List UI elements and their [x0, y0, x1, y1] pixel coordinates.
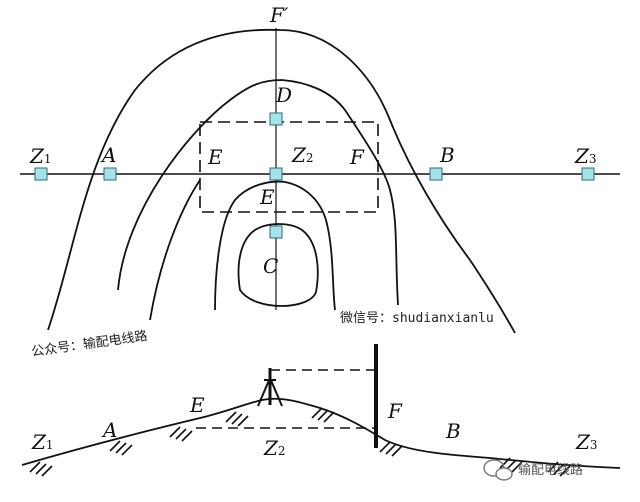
- marker-d: [269, 112, 283, 126]
- middle-contour: [117, 79, 399, 306]
- label-z3: Z3: [574, 144, 597, 168]
- knoll-contour-outer: [214, 180, 336, 311]
- label-e-lower: E: [259, 185, 275, 209]
- label-f: F: [349, 145, 365, 169]
- marker-z2: [269, 167, 283, 181]
- label-a: A: [100, 143, 116, 167]
- profile-label-e: E: [189, 393, 205, 417]
- dashed-rectangle: [199, 121, 379, 213]
- ground-hatching: [29, 407, 571, 477]
- wechat-logo-icon: [483, 459, 513, 481]
- profile-label-z1: Z1: [31, 430, 54, 454]
- marker-c: [269, 225, 283, 239]
- label-z2: Z2: [291, 143, 314, 167]
- label-f-prime: F′: [269, 3, 289, 27]
- profile-label-z2: Z2: [263, 436, 286, 460]
- watermark-corner: 输配电线路: [518, 462, 583, 478]
- knoll-contour-inner: [237, 223, 319, 307]
- inner-contour: [149, 179, 201, 321]
- watermark-left: 公众号：输配电线路: [30, 328, 148, 360]
- label-z1: Z1: [29, 144, 52, 168]
- label-d: D: [275, 83, 292, 107]
- label-c: C: [263, 254, 278, 278]
- marker-z3: [581, 167, 595, 181]
- label-e: E: [207, 145, 223, 169]
- outer-contour: [47, 28, 516, 334]
- marker-a: [103, 167, 117, 181]
- profile-label-z3: Z3: [575, 430, 598, 454]
- profile-label-f: F: [387, 399, 403, 423]
- marker-b: [429, 167, 443, 181]
- ground-profile: [21, 397, 621, 469]
- marker-z1: [34, 167, 48, 181]
- profile-label-a: A: [101, 418, 117, 442]
- label-b: B: [439, 143, 455, 167]
- profile-label-b: B: [445, 419, 461, 443]
- watermark-right: 微信号：shudianxianlu: [340, 311, 494, 326]
